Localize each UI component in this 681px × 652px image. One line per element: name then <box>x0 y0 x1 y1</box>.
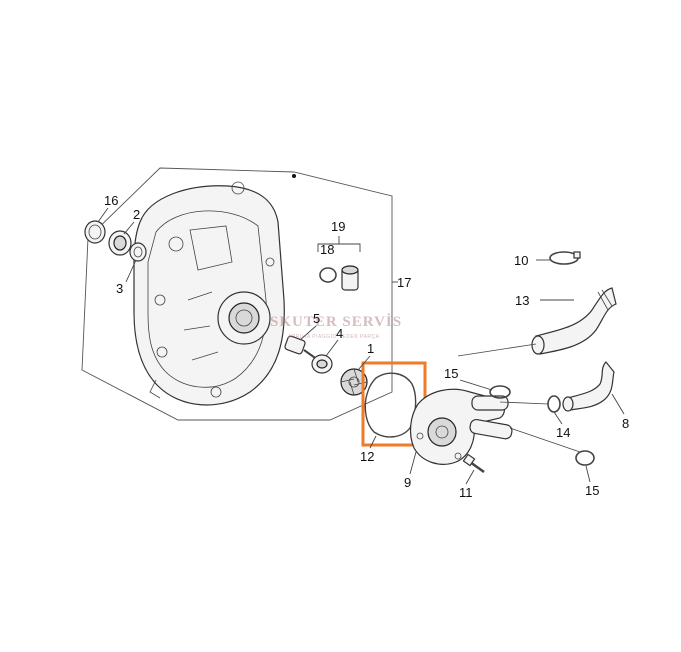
lead-15-lower <box>585 465 591 483</box>
callout-12: 12 <box>360 449 374 464</box>
callout-17: 17 <box>397 275 411 290</box>
lead-2 <box>123 221 135 235</box>
callout-4: 4 <box>336 326 343 341</box>
part-19-plug <box>341 265 359 291</box>
reference-dot <box>292 174 296 178</box>
part-8-hose <box>562 361 615 412</box>
part-1-impeller <box>340 368 368 396</box>
part-3-seal <box>129 242 147 262</box>
part-15-clamp-lower <box>575 450 595 466</box>
lead-4 <box>325 339 339 357</box>
guide-line-upper <box>457 343 537 357</box>
callout-19: 19 <box>331 219 345 234</box>
part-11-bolt <box>462 453 485 474</box>
cover-group-frame <box>81 167 393 421</box>
part-5-pump-shaft <box>284 335 319 361</box>
callout-15-lower: 15 <box>585 483 599 498</box>
callout-13: 13 <box>515 293 529 308</box>
watermark-subtitle: APRILIA PIAGGIO YEDEK PARÇA <box>288 334 380 340</box>
callout-11: 11 <box>459 485 473 500</box>
part-16-cap <box>84 220 106 244</box>
lead-11 <box>465 469 475 485</box>
part-2-bearing <box>108 230 132 256</box>
callout-1: 1 <box>367 341 374 356</box>
watermark-title: SKUTER SERVİS <box>270 313 402 330</box>
lead-1 <box>357 355 371 371</box>
guide-line-lower <box>509 427 581 453</box>
lead-5 <box>299 325 317 341</box>
part-4-bearing <box>311 354 333 374</box>
part-9-pump-cover <box>409 388 513 465</box>
callout-9: 9 <box>404 475 411 490</box>
callout-15-upper: 15 <box>444 366 458 381</box>
callout-3: 3 <box>116 281 123 296</box>
part-15-clamp-upper <box>489 385 511 399</box>
callout-18: 18 <box>320 242 334 257</box>
part-12-gasket <box>364 372 417 438</box>
callout-14: 14 <box>556 425 570 440</box>
lead-16 <box>97 207 109 223</box>
guide-line-hose8 <box>499 401 549 405</box>
engine-side-cover <box>133 181 285 406</box>
callout-5: 5 <box>313 311 320 326</box>
lead-14 <box>553 411 563 425</box>
callout-10: 10 <box>514 253 528 268</box>
lead-3 <box>125 259 137 283</box>
callout-2: 2 <box>133 207 140 222</box>
part-10-clamp <box>549 251 581 265</box>
part-18-o-ring <box>319 267 337 283</box>
lead-15-upper <box>459 379 493 391</box>
callout-8: 8 <box>622 416 629 431</box>
part-13-hose <box>531 287 617 355</box>
lead-9 <box>409 451 417 475</box>
lead-8 <box>611 393 625 415</box>
part-14-clamp <box>547 395 561 413</box>
callout-16: 16 <box>104 193 118 208</box>
lead-12 <box>369 435 377 449</box>
